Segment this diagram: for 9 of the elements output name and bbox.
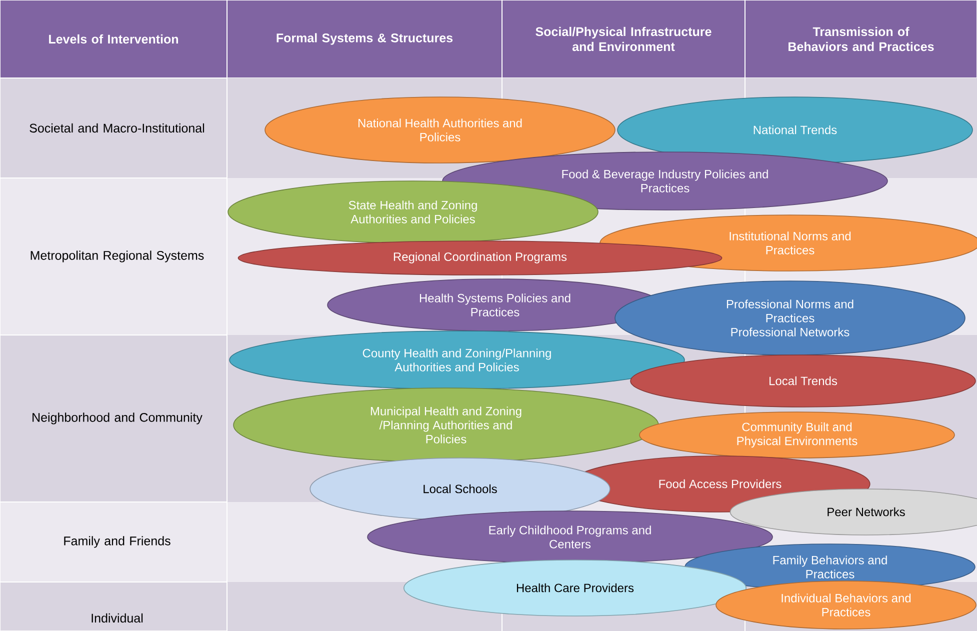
header-cell: Transmission of Behaviors and Practices: [744, 0, 977, 78]
row-header-cell: Societal and Macro-Institutional: [0, 78, 228, 178]
row-header-cell: Metropolitan Regional Systems: [0, 178, 228, 336]
row-header-cell: Family and Friends: [0, 501, 228, 582]
header-cell: Levels of Intervention: [0, 0, 228, 78]
header-cell: Formal Systems & Structures: [226, 0, 502, 78]
row-header-cell: Neighborhood and Community: [0, 334, 228, 502]
row-header-cell: Individual: [0, 581, 228, 631]
header-cell: Social/Physical Infrastructure and Environment: [502, 0, 746, 78]
